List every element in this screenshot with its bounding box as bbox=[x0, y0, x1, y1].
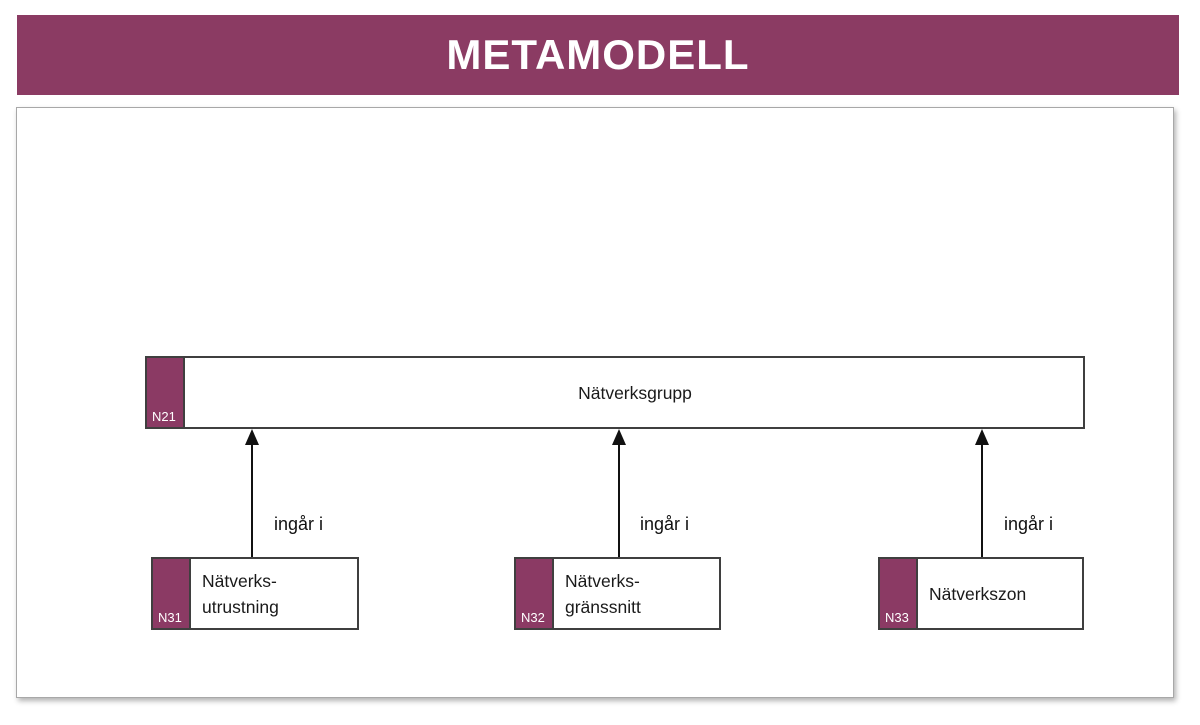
page-title: METAMODELL bbox=[446, 31, 750, 78]
entity-id-n33: N33 bbox=[885, 610, 909, 625]
entity-label-natverkszon: Nätverkszon bbox=[920, 559, 1082, 628]
entity-id-n31: N31 bbox=[158, 610, 182, 625]
entity-id-tab-n31: N31 bbox=[153, 559, 191, 628]
arrowhead-up-icon bbox=[245, 429, 259, 445]
relation-label-2: ingår i bbox=[640, 514, 690, 534]
entity-label-line: Nätverkszon bbox=[929, 583, 1027, 604]
entity-natverkszon[interactable]: N33 Nätverkszon bbox=[878, 557, 1084, 630]
arrow-ingar-i-3 bbox=[974, 429, 990, 557]
arrow-ingar-i-1 bbox=[244, 429, 260, 557]
relation-label-1: ingår i bbox=[274, 514, 324, 534]
entity-label-natverksutrustning: Nätverks- utrustning bbox=[193, 559, 357, 628]
entity-natverksgrupp[interactable]: N21 Nätverksgrupp bbox=[145, 356, 1085, 429]
entity-label-line: Nätverks- bbox=[202, 570, 277, 591]
arrowhead-up-icon bbox=[975, 429, 989, 445]
relation-label-3: ingår i bbox=[1004, 514, 1054, 534]
arrowhead-up-icon bbox=[612, 429, 626, 445]
entity-id-n32: N32 bbox=[521, 610, 545, 625]
entity-natverksutrustning[interactable]: N31 Nätverks- utrustning bbox=[151, 557, 359, 630]
entity-id-n21: N21 bbox=[152, 409, 176, 424]
entity-label-line: gränssnitt bbox=[565, 596, 641, 617]
entity-id-tab-n33: N33 bbox=[880, 559, 918, 628]
diagram-panel: N21 Nätverksgrupp ingår i ingår i ingår … bbox=[16, 107, 1174, 698]
entity-label-natverksgrupp: Nätverksgrupp bbox=[578, 382, 692, 403]
entity-id-tab-n32: N32 bbox=[516, 559, 554, 628]
entity-natverksgranssnitt[interactable]: N32 Nätverks- gränssnitt bbox=[514, 557, 721, 630]
entity-label-natverksgranssnitt: Nätverks- gränssnitt bbox=[556, 559, 719, 628]
arrow-line bbox=[251, 442, 253, 557]
title-banner: METAMODELL bbox=[17, 15, 1179, 95]
arrow-line bbox=[618, 442, 620, 557]
arrow-ingar-i-2 bbox=[611, 429, 627, 557]
arrow-line bbox=[981, 442, 983, 557]
entity-id-tab-n21: N21 bbox=[147, 358, 185, 427]
entity-label-line: Nätverks- bbox=[565, 570, 640, 591]
entity-label-line: utrustning bbox=[202, 596, 279, 617]
